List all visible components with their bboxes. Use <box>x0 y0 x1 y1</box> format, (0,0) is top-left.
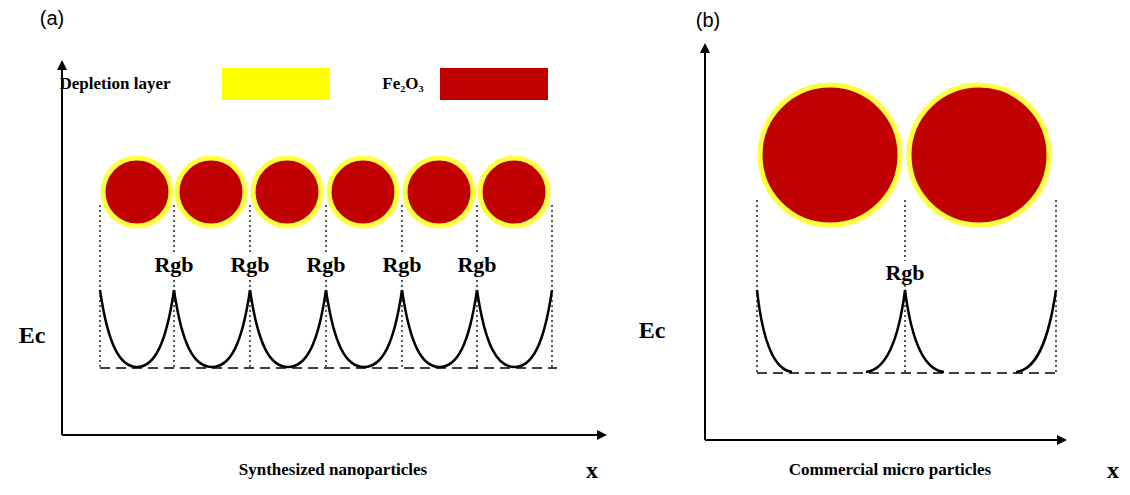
axis-label: x <box>586 457 598 483</box>
guide-line <box>476 205 477 370</box>
band-curve <box>402 290 477 367</box>
guide-line <box>99 205 100 370</box>
band-curve <box>100 290 174 367</box>
conduction-band-curves <box>100 290 1056 372</box>
text-label: (b) <box>696 9 720 31</box>
band-curve <box>866 290 944 372</box>
grain-boundary-label: Rgb <box>884 261 925 285</box>
grain-boundary-label: Rgb <box>153 253 194 277</box>
band-curve <box>1016 290 1056 372</box>
grain-boundary-label: Rgb <box>381 253 422 277</box>
axis-label: x <box>1107 457 1119 483</box>
guide-line <box>904 200 905 375</box>
legend-swatch <box>222 68 330 100</box>
band-curve <box>326 290 402 367</box>
x-axis <box>62 434 605 436</box>
text-label: Synthesized nanoparticles <box>239 461 427 480</box>
text-label: Ec <box>639 317 666 343</box>
band-curve <box>174 290 250 367</box>
legend-text: Fe₂O₃ <box>382 75 423 94</box>
flat-band-level <box>757 372 1058 374</box>
guide-line <box>1055 200 1056 375</box>
y-axis <box>61 62 63 435</box>
guide-line <box>173 205 174 370</box>
y-axis <box>704 45 706 440</box>
grain-boundary-guides <box>100 200 1056 375</box>
grain-boundary-label: Rgb <box>305 253 346 277</box>
guide-line <box>325 205 326 370</box>
x-axis <box>705 439 1065 441</box>
band-curve <box>477 290 552 367</box>
band-curve <box>250 290 326 367</box>
grain-boundary-label: Rgb <box>456 253 497 277</box>
text-label: Ec <box>19 322 46 348</box>
legend-text: Depletion layer <box>60 75 171 94</box>
guide-line <box>551 205 552 370</box>
guide-line <box>249 205 250 370</box>
flat-band-level <box>100 367 557 369</box>
legend-swatch <box>440 68 548 100</box>
microparticles <box>760 85 1049 225</box>
text-label: Commercial micro particles <box>789 461 991 480</box>
band-curve <box>757 290 792 372</box>
grain-boundary-label: Rgb <box>229 253 270 277</box>
guide-line <box>401 205 402 370</box>
text-label: (a) <box>40 7 64 29</box>
guide-line <box>756 200 757 375</box>
